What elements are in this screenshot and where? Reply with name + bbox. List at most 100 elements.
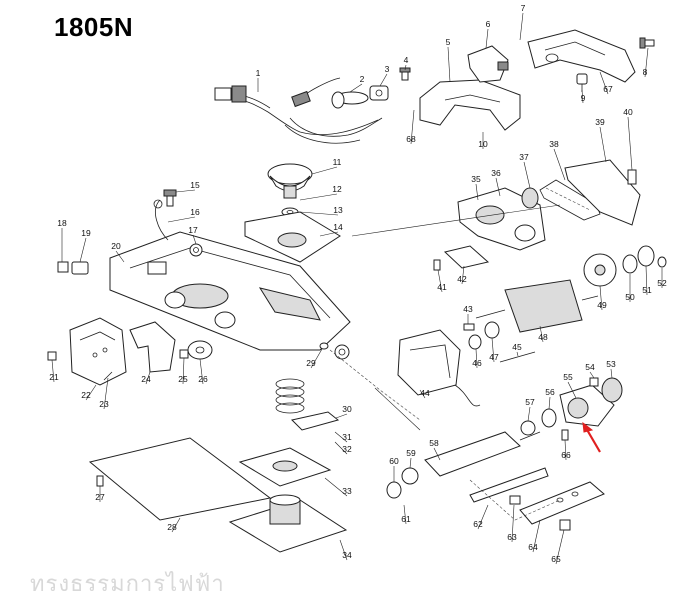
part-screw-25	[179, 349, 189, 359]
callout-56: 56	[545, 387, 555, 397]
part-handle	[419, 79, 521, 131]
part-key-66	[561, 429, 569, 441]
callout-49: 49	[597, 300, 607, 310]
callout-68: 68	[406, 134, 416, 144]
part-bearing-59	[401, 467, 419, 485]
leader-line-67	[599, 71, 609, 95]
callout-41: 41	[437, 282, 447, 292]
callout-10: 10	[478, 139, 488, 149]
callout-66: 66	[561, 450, 571, 460]
part-bolt-45	[499, 351, 536, 363]
leader-line-48	[539, 325, 544, 343]
leader-line-6	[485, 28, 489, 49]
callout-67: 67	[603, 84, 613, 94]
leader-line-9	[581, 89, 584, 104]
callout-1: 1	[256, 68, 261, 78]
callout-11: 11	[333, 157, 342, 167]
callout-48: 48	[538, 332, 548, 342]
leader-line-51	[645, 265, 648, 296]
assembly-guide-line	[469, 479, 561, 521]
leader-line-25	[182, 357, 185, 385]
part-bracket-42	[443, 245, 490, 269]
leader-line-61	[403, 504, 407, 525]
part-base-plate-28	[88, 437, 272, 521]
part-ring-46	[468, 334, 482, 350]
part-ring-29b	[334, 344, 350, 360]
leader-line-64	[532, 519, 541, 553]
callout-55: 55	[563, 372, 573, 382]
leader-line-40	[627, 116, 633, 171]
part-handle-cover	[527, 29, 636, 83]
part-cutter-drum-58	[424, 431, 541, 477]
assembly-guide-line	[351, 204, 561, 237]
leader-line-42	[461, 265, 465, 285]
part-nut-18	[57, 261, 69, 273]
callout-7: 7	[521, 3, 526, 13]
callout-5: 5	[446, 37, 451, 47]
leader-line-12	[299, 193, 338, 201]
part-ring-52	[657, 256, 667, 268]
leader-line-36	[495, 177, 501, 197]
callout-16: 16	[190, 207, 200, 217]
part-ring-47	[484, 321, 500, 339]
part-spring	[275, 378, 305, 414]
callout-59: 59	[406, 448, 416, 458]
part-screw-65	[559, 519, 571, 531]
callout-4: 4	[404, 55, 409, 65]
leader-line-8	[644, 47, 649, 78]
leader-line-14	[319, 231, 339, 237]
leader-line-41	[437, 269, 443, 293]
leader-line-30	[335, 413, 348, 419]
callout-18: 18	[57, 218, 67, 228]
callout-47: 47	[489, 352, 499, 362]
part-screw-41	[433, 259, 441, 271]
part-bolt-19	[71, 261, 89, 275]
leader-line-53	[610, 368, 613, 379]
leader-line-2	[349, 83, 363, 93]
leader-line-38	[553, 148, 566, 181]
leader-line-44	[419, 389, 426, 399]
callout-2: 2	[360, 74, 365, 84]
leader-line-62	[477, 504, 489, 530]
part-blade-62	[469, 467, 549, 503]
part-switch-trigger	[467, 45, 509, 83]
part-plate-33	[238, 447, 332, 487]
leader-line-33	[324, 477, 348, 497]
callout-26: 26	[198, 374, 208, 384]
leader-line-47	[491, 337, 495, 363]
callout-9: 9	[581, 93, 586, 103]
part-screw-40	[627, 169, 637, 185]
callout-58: 58	[429, 438, 439, 448]
callout-25: 25	[178, 374, 188, 384]
leader-line-32	[334, 441, 348, 455]
leader-line-55	[567, 381, 577, 399]
leader-line-4	[404, 64, 407, 71]
part-screw-63	[509, 495, 521, 505]
callout-40: 40	[623, 107, 633, 117]
callout-52: 52	[657, 278, 667, 288]
callout-62: 62	[473, 519, 483, 529]
callout-54: 54	[585, 362, 595, 372]
callout-19: 19	[81, 228, 91, 238]
part-bearing-60	[386, 481, 402, 499]
part-armature-48	[475, 279, 599, 333]
callout-21: 21	[49, 372, 59, 382]
red-arrow-indicator	[582, 421, 601, 453]
part-cord	[214, 77, 383, 144]
callout-22: 22	[81, 390, 91, 400]
callout-63: 63	[507, 532, 517, 542]
watermark-text: ทรงธรรมการไฟฟ้า	[30, 572, 225, 597]
callout-24: 24	[141, 374, 151, 384]
part-disc-26	[187, 340, 213, 360]
part-bearing-53	[601, 377, 623, 403]
model-title: 1805N	[54, 12, 134, 42]
part-strain-relief	[369, 85, 389, 101]
leader-line-23	[103, 377, 109, 410]
leader-line-7	[519, 12, 524, 41]
callout-37: 37	[519, 152, 529, 162]
leader-line-57	[527, 406, 531, 422]
callout-23: 23	[99, 399, 109, 409]
part-screw-15	[163, 189, 177, 207]
callout-17: 17	[188, 225, 198, 235]
